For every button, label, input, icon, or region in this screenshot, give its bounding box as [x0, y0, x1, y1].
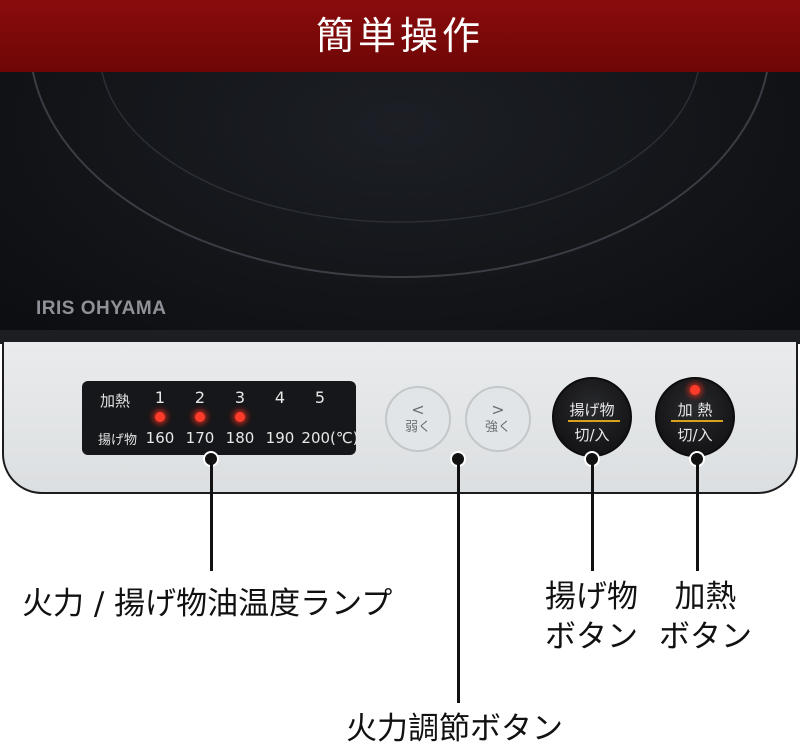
heat-button-label: 加 熱 — [677, 401, 713, 419]
fry-button-onoff: 切/入 — [574, 426, 610, 444]
temp-value: 190 — [265, 429, 295, 447]
panel-edge — [0, 330, 800, 344]
level-number: 5 — [314, 388, 326, 407]
lamp-led-3 — [235, 412, 245, 422]
lamp-led-1 — [155, 412, 165, 422]
pointer-line — [696, 463, 699, 571]
row-label-heat: 加熱 — [100, 392, 131, 410]
heat-indicator-led — [690, 385, 700, 395]
brand-logo: IRIS OHYAMA — [36, 298, 167, 319]
button-accent-bar — [671, 420, 723, 422]
button-accent-bar — [568, 420, 620, 422]
callout-fry-line1: 揚げ物 — [545, 579, 638, 615]
level-number: 3 — [234, 388, 246, 407]
lamp-display: 加熱 揚げ物 1 2 3 4 5 160 170 180 190 200(℃) — [82, 381, 359, 455]
pointer-line — [591, 463, 594, 571]
callout-adjust: 火力調節ボタン — [346, 711, 563, 742]
callout-heat-button: 加熱 ボタン — [648, 577, 763, 657]
weaker-button[interactable]: < 弱く — [385, 386, 451, 452]
callout-lamp: 火力 / 揚げ物油温度ランプ — [22, 586, 393, 622]
stronger-label: 強く — [484, 420, 511, 435]
temp-value: 180 — [225, 429, 255, 447]
heating-zone-ring — [32, 72, 768, 278]
fry-button-label: 揚げ物 — [569, 401, 615, 419]
temp-value: 200(℃) — [301, 429, 359, 447]
page-title-banner: 簡単操作 — [0, 0, 800, 72]
cooktop-surface: IRIS OHYAMA — [0, 72, 800, 340]
chevron-left-icon: < — [411, 400, 425, 419]
level-number: 1 — [154, 388, 166, 407]
chevron-right-icon: > — [491, 400, 505, 419]
pointer-line — [210, 463, 213, 571]
weaker-label: 弱く — [404, 420, 431, 435]
callout-heat-line2: ボタン — [659, 619, 752, 655]
lamp-led-2 — [195, 412, 205, 422]
temp-value: 170 — [185, 429, 215, 447]
heat-toggle-button[interactable]: 加 熱 切/入 — [655, 377, 735, 457]
stronger-button[interactable]: > 強く — [465, 386, 531, 452]
temp-value: 160 — [145, 429, 175, 447]
row-label-fry: 揚げ物 — [98, 433, 138, 448]
callout-heat-line1: 加熱 — [674, 579, 737, 615]
pointer-line — [457, 463, 460, 703]
fry-toggle-button[interactable]: 揚げ物 切/入 — [552, 377, 632, 457]
level-number: 2 — [194, 388, 206, 407]
level-number: 4 — [274, 388, 286, 407]
callout-fry-button: 揚げ物 ボタン — [534, 577, 649, 657]
callout-fry-line2: ボタン — [545, 619, 638, 655]
heat-button-onoff: 切/入 — [677, 426, 713, 444]
